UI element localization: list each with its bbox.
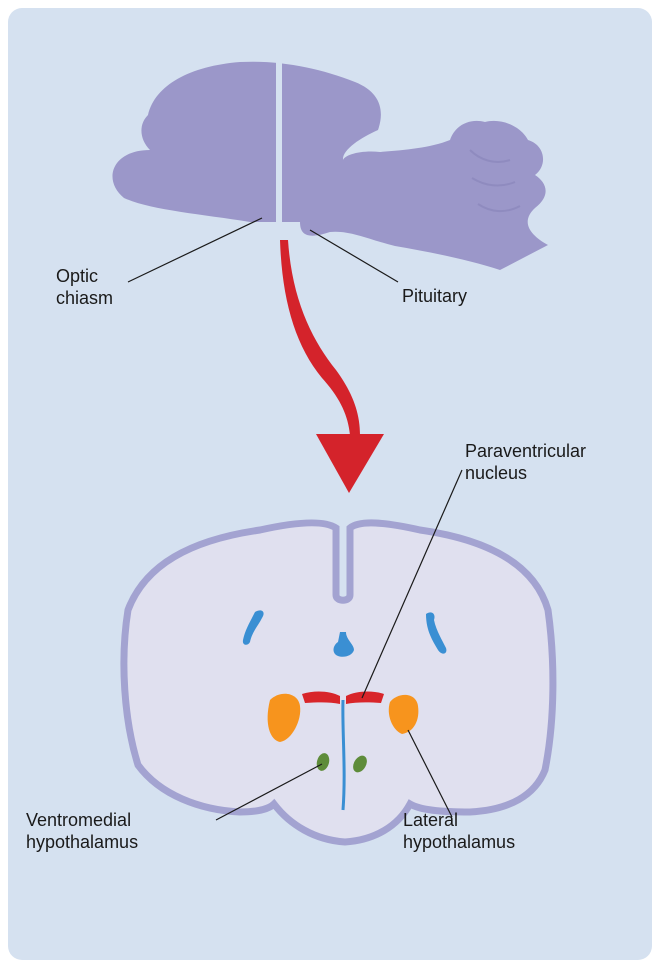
ventromedial-line-2: hypothalamus [26,831,138,853]
optic-chiasm-label: Optic chiasm [56,265,113,309]
ventromedial-line-1: Ventromedial [26,809,138,831]
optic-chiasm-line-1: Optic [56,265,113,287]
section-cut-line [276,56,282,228]
sagittal-brain-shape [112,62,548,270]
paraventricular-line-2: nucleus [465,462,586,484]
paraventricular-nucleus-label: Paraventricular nucleus [465,440,586,484]
lateral-line-1: Lateral [403,809,515,831]
lateral-hypothalamus-label: Lateral hypothalamus [403,809,515,853]
ventromedial-hypothalamus-label: Ventromedial hypothalamus [26,809,138,853]
third-ventricle [343,700,344,810]
sagittal-brain-icon [112,56,548,270]
coronal-section-icon [124,523,553,842]
arrow-head [316,434,384,493]
optic-chiasm-leader [128,218,262,282]
pituitary-line-1: Pituitary [402,285,467,307]
optic-chiasm-line-2: chiasm [56,287,113,309]
paraventricular-line-1: Paraventricular [465,440,586,462]
pituitary-label: Pituitary [402,285,467,307]
coronal-outline [124,523,553,842]
arrow-shaft [280,240,360,435]
chiasm-gap [268,222,290,232]
curved-arrow-icon [280,240,384,493]
lateral-line-2: hypothalamus [403,831,515,853]
